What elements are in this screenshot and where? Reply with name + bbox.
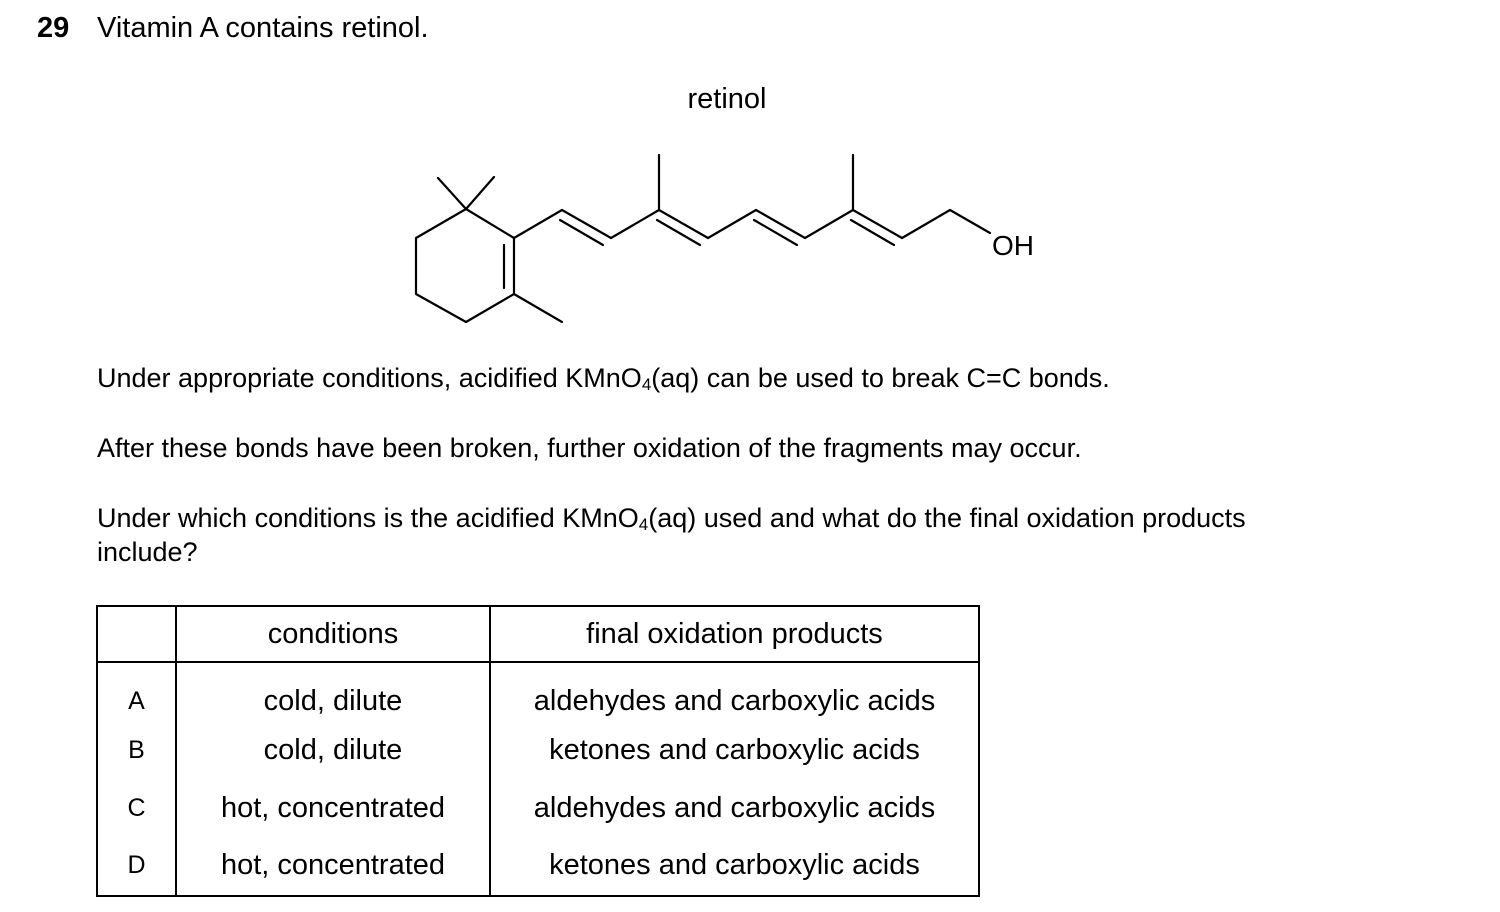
chain-bond-1	[512, 208, 564, 240]
ring-bonds	[414, 207, 516, 324]
table-row[interactable]: A cold, dilute aldehydes and carboxylic …	[96, 662, 980, 721]
retinol-skeletal-structure: OH	[414, 153, 1034, 324]
chain-bond-4	[803, 208, 855, 240]
chain-double-bond-1a	[560, 208, 613, 240]
chain-double-bond-2a	[657, 208, 710, 240]
paragraph-3: Under which conditions is the acidified …	[97, 501, 1417, 569]
question-title: Vitamin A contains retinol.	[97, 12, 429, 44]
chain-double-bond-4a	[851, 208, 904, 240]
option-conditions: hot, concentrated	[175, 779, 491, 837]
gem-methyl-right	[464, 175, 496, 211]
chain-bond-6	[948, 208, 992, 235]
answer-options-table: conditions final oxidation products A co…	[96, 605, 980, 897]
option-letter: D	[96, 837, 177, 897]
chain-bond-2	[609, 208, 661, 240]
paragraph-1-text-a: Under appropriate conditions, acidified …	[97, 363, 642, 393]
option-products: ketones and carboxylic acids	[489, 721, 980, 779]
ring-methyl	[512, 292, 564, 324]
option-letter: B	[96, 721, 177, 779]
chain-bond-3	[706, 208, 758, 240]
hydroxyl-label: OH	[992, 230, 1034, 261]
option-conditions: hot, concentrated	[175, 837, 491, 897]
question-number: 29	[37, 12, 70, 44]
chain-double-bond-3b	[752, 218, 799, 247]
paragraph-1: Under appropriate conditions, acidified …	[97, 361, 1110, 395]
structure-name-label: retinol	[687, 83, 767, 115]
paragraph-3-text-a: Under which conditions is the acidified …	[97, 503, 639, 533]
option-products: aldehydes and carboxylic acids	[489, 779, 980, 837]
chain-double-bond-3a	[754, 208, 807, 240]
table-row[interactable]: C hot, concentrated aldehydes and carbox…	[96, 779, 980, 837]
paragraph-3-text-b: (aq) used and what do the final oxidatio…	[648, 503, 1246, 533]
header-conditions: conditions	[175, 605, 491, 663]
paragraph-2: After these bonds have been broken, furt…	[97, 433, 1082, 463]
option-conditions: cold, dilute	[175, 662, 491, 721]
paragraph-3-subscript: 4	[638, 515, 649, 534]
gem-methyl-left	[436, 176, 468, 211]
header-products: final oxidation products	[489, 605, 980, 663]
header-letter	[96, 605, 177, 663]
chain-double-bond-4b	[849, 218, 896, 247]
paragraph-1-subscript: 4	[641, 375, 652, 394]
option-letter: A	[96, 662, 177, 721]
chain-double-bond-1b	[558, 218, 605, 247]
option-products: ketones and carboxylic acids	[489, 837, 980, 897]
option-products: aldehydes and carboxylic acids	[489, 662, 980, 721]
table-row[interactable]: B cold, dilute ketones and carboxylic ac…	[96, 721, 980, 779]
paragraph-3-line-2: include?	[97, 537, 198, 567]
chain-bond-5	[900, 208, 952, 240]
table-row[interactable]: D hot, concentrated ketones and carboxyl…	[96, 837, 980, 897]
option-letter: C	[96, 779, 177, 837]
table-header-row: conditions final oxidation products	[96, 605, 980, 663]
chain-double-bond-2b	[655, 218, 702, 247]
option-conditions: cold, dilute	[175, 721, 491, 779]
paragraph-1-text-b: (aq) can be used to break C=C bonds.	[651, 363, 1110, 393]
